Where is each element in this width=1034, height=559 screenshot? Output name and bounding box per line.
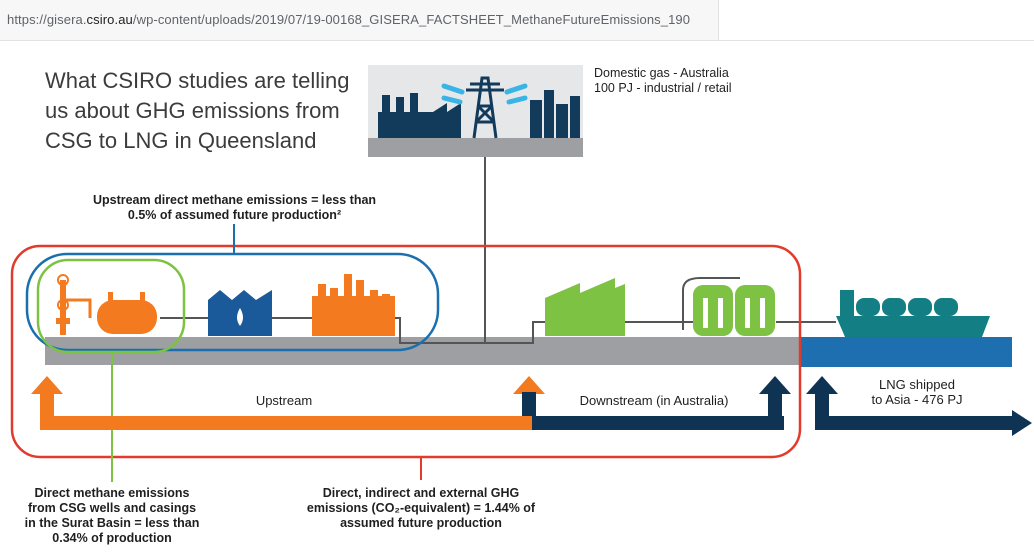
total-note-label: Direct, indirect and external GHG emissi… <box>296 486 546 531</box>
storage-tanks-icon <box>682 277 775 336</box>
toolbar-divider <box>718 40 1034 41</box>
upstream-direct-line2: 0.5% of assumed future production² <box>127 208 342 222</box>
url-text[interactable]: https://gisera.csiro.au/wp-content/uploa… <box>7 12 715 27</box>
upstream-arrow <box>31 376 545 430</box>
upstream-direct-line1: Upstream direct methane emissions = less… <box>92 193 377 207</box>
url-prefix: https://gisera. <box>7 12 87 27</box>
downstream-arrow <box>522 376 791 430</box>
domestic-gas-panel <box>368 65 583 157</box>
lng-export-arrow <box>806 376 1032 436</box>
upstream-direct-label: Upstream direct methane emissions = less… <box>62 193 407 223</box>
lng-ship-icon <box>836 290 990 337</box>
water-treatment-icon <box>208 290 272 336</box>
wells-note-label: Direct methane emissions from CSG wells … <box>12 486 212 546</box>
power-pylon-icon <box>441 76 528 139</box>
wells-note-line4: 0.34% of production <box>52 531 172 545</box>
url-path: /wp-content/uploads/2019/07/19-00168_GIS… <box>132 12 691 27</box>
total-note-line1: Direct, indirect and external GHG <box>322 486 520 500</box>
url-host: csiro.au <box>86 12 133 27</box>
address-bar[interactable]: https://gisera.csiro.au/wp-content/uploa… <box>0 0 719 41</box>
domestic-gas-line2: 100 PJ - industrial / retail <box>594 81 732 95</box>
total-emissions-boundary <box>10 244 802 459</box>
factory-icon <box>378 93 461 138</box>
sea-strip <box>800 337 1012 367</box>
upstream-stage-label: Upstream <box>255 393 313 408</box>
page-title: What CSIRO studies are telling us about … <box>45 68 350 153</box>
city-skyline-icon <box>530 90 580 138</box>
lng-plant-icon <box>545 278 625 336</box>
wells-note-line1: Direct methane emissions <box>34 486 190 500</box>
lng-shipped-line1: LNG shipped <box>879 377 955 392</box>
upstream-boundary <box>25 252 440 352</box>
domestic-gas-label: Domestic gas - Australia 100 PJ - indust… <box>594 66 794 96</box>
compressor-plant-icon <box>312 274 395 336</box>
total-note-line2: emissions (CO₂-equivalent) = 1.44% of <box>306 501 536 515</box>
wellhead-icon <box>56 274 157 335</box>
downstream-stage-label: Downstream (in Australia) <box>579 393 729 408</box>
lng-shipped-line2: to Asia - 476 PJ <box>871 392 963 407</box>
wells-note-line2: from CSG wells and casings <box>27 501 197 515</box>
wells-note-line3: in the Surat Basin = less than <box>24 516 200 530</box>
lng-shipped-label: LNG shipped to Asia - 476 PJ <box>842 377 992 407</box>
domestic-gas-line1: Domestic gas - Australia <box>594 66 729 80</box>
total-note-line3: assumed future production <box>340 516 502 530</box>
